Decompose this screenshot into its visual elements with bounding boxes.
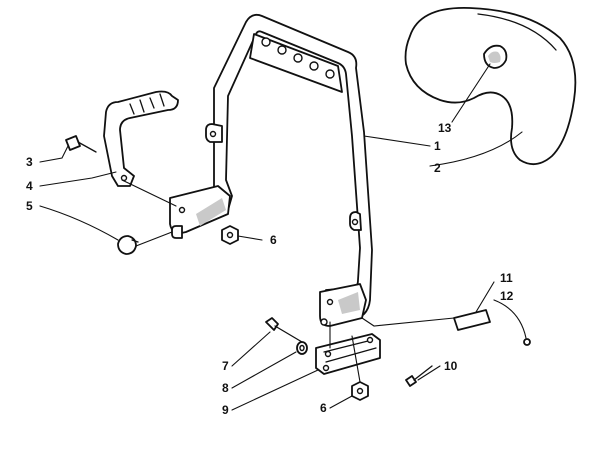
handle-bar xyxy=(103,90,179,187)
callout-1: 1 xyxy=(434,139,441,153)
callout-2: 2 xyxy=(434,161,441,175)
long-bolt xyxy=(265,317,303,343)
callout-3: 3 xyxy=(26,155,33,169)
callout-6-upper: 6 xyxy=(270,233,277,247)
callout-8: 8 xyxy=(222,381,229,395)
handle-bolt xyxy=(65,135,97,153)
decal xyxy=(453,309,491,331)
frame-hole xyxy=(261,37,271,47)
backrest-pad xyxy=(404,7,577,166)
callout-7: 7 xyxy=(222,359,229,373)
leader-lines xyxy=(39,63,527,411)
bracket-bushing xyxy=(171,225,183,239)
frame-hoop xyxy=(169,13,373,327)
callout-labels: 1 2 13 3 4 5 6 7 8 9 6 10 11 12 xyxy=(26,121,514,417)
callout-6-lower: 6 xyxy=(320,401,327,415)
callout-13: 13 xyxy=(438,121,452,135)
frame-hole xyxy=(309,61,319,71)
frame-hole xyxy=(325,69,335,79)
callout-4: 4 xyxy=(26,179,33,193)
nut-lower xyxy=(351,381,369,401)
end-cap xyxy=(117,235,139,255)
callout-9: 9 xyxy=(222,403,229,417)
washer xyxy=(296,341,308,355)
frame-hole xyxy=(293,53,303,63)
nut-upper xyxy=(221,225,239,245)
small-screw xyxy=(523,338,531,346)
pin-screw xyxy=(405,365,433,387)
callout-11: 11 xyxy=(500,271,513,285)
mounting-plate xyxy=(315,333,381,375)
callout-10: 10 xyxy=(444,359,458,373)
callout-12: 12 xyxy=(500,289,514,303)
frame-hole xyxy=(277,45,287,55)
callout-5: 5 xyxy=(26,199,33,213)
